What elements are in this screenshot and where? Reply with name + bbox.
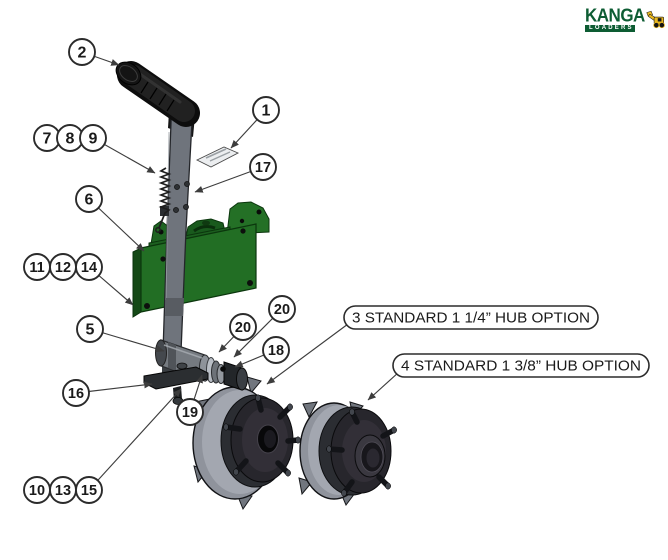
grip-end-rim [119,65,138,82]
callout-number-8: 8 [66,131,75,148]
hub-1-1-4 [192,376,301,511]
callout-number-7: 7 [43,131,52,148]
option-label-2: 4 STANDARD 1 3/8” HUB OPTION [401,358,641,375]
decal-text-line [205,148,227,159]
spring-anchor [160,206,169,216]
callout-balloon-1 [252,96,280,124]
grip-ridge [149,87,158,100]
callout-balloon-6 [75,185,103,213]
callout-number-18: 18 [268,343,284,359]
grip-ridge [158,93,167,106]
callout-number-17: 17 [255,160,271,176]
bar-bolt [174,184,180,190]
assembly-drawing [115,61,397,511]
grip-ridge [140,81,149,94]
callout-number-9: 9 [89,131,98,148]
callout-number-2: 2 [78,45,87,62]
handle-grip [115,61,200,127]
grip-highlight [135,70,182,104]
brand-tagline: LOADERS [585,25,635,32]
mount-plate [132,201,270,318]
decal-plate [195,146,240,168]
callout-number-10: 10 [29,483,45,499]
callout-balloon-2 [68,38,96,66]
stud-tips [223,394,301,477]
kanga-logo-text: KANGA LOADERS [585,5,645,32]
return-spring [155,167,172,233]
plate-side [132,247,142,318]
option-leader-2 [367,371,400,401]
bar-bolt [184,181,190,187]
ear-bolt [239,218,245,224]
bar-kink-shade [165,298,184,316]
callout-number-20: 20 [274,302,290,318]
stud-tips [326,408,397,497]
callout-balloon-19 [176,398,204,426]
option-pill-2 [392,353,650,378]
hub-tab [302,401,318,419]
callout-number-11: 11 [29,260,44,276]
option-leader-1 [266,323,349,385]
bar-bolt [173,207,179,213]
decal-text-line [209,151,231,162]
option-pill-1 [343,305,599,330]
callout-balloon-5 [76,315,104,343]
callout-balloon-18 [262,336,290,364]
callout-balloon-20 [229,313,257,341]
hub-boss-bore [366,448,380,468]
callout-number-15: 15 [81,483,97,499]
bracket-nut-top [176,362,188,370]
hub-1-3-8 [298,401,397,506]
callout-balloon-14 [75,253,103,281]
pivot-assembly [143,339,248,405]
hub-center-bore [264,430,276,448]
spring-coil [158,167,172,229]
pivot-highlight [163,344,203,359]
hub-tab [246,376,262,395]
brand-name: KANGA [585,5,645,26]
callout-number-6: 6 [85,192,94,209]
plate-bolt [247,280,253,286]
callout-number-19: 19 [182,405,198,421]
kanga-loader-icon [646,10,665,29]
hub-option-labels: 3 STANDARD 1 1/4” HUB OPTION 4 STANDARD 1… [266,305,650,401]
callout-balloon-16 [62,379,90,407]
axle-bolt [220,366,226,372]
callout-balloon-9 [79,124,107,152]
pivot-cylinder-end [155,339,167,367]
bracket-slot [193,225,216,233]
callout-balloon-15 [75,476,103,504]
plate-bolt [240,228,246,234]
leader-line-15 [88,388,182,491]
callout-balloon-20 [268,295,296,323]
callout-number-20: 20 [235,320,251,336]
bracket-hole [202,220,210,226]
bar-bolt [183,204,189,210]
option-label-1: 3 STANDARD 1 1/4” HUB OPTION [352,310,590,327]
ear-bolt [256,209,262,215]
callout-number-12: 12 [55,260,71,276]
pivot-band [168,342,176,371]
lever-bar [162,95,196,353]
plate-bolt [160,256,166,262]
callout-number-13: 13 [55,483,71,499]
callout-number-16: 16 [68,386,84,402]
axle-cap-face [236,367,248,391]
grip-ridge [166,99,175,112]
kanga-logo: KANGA LOADERS [585,5,665,33]
callout-number-14: 14 [81,260,97,276]
grip-inner [123,65,195,122]
spring-hook [155,227,161,233]
plate-bolt [144,303,150,309]
callout-number-5: 5 [86,322,95,339]
callout-number-1: 1 [262,103,271,120]
callout-balloon-17 [249,153,277,181]
